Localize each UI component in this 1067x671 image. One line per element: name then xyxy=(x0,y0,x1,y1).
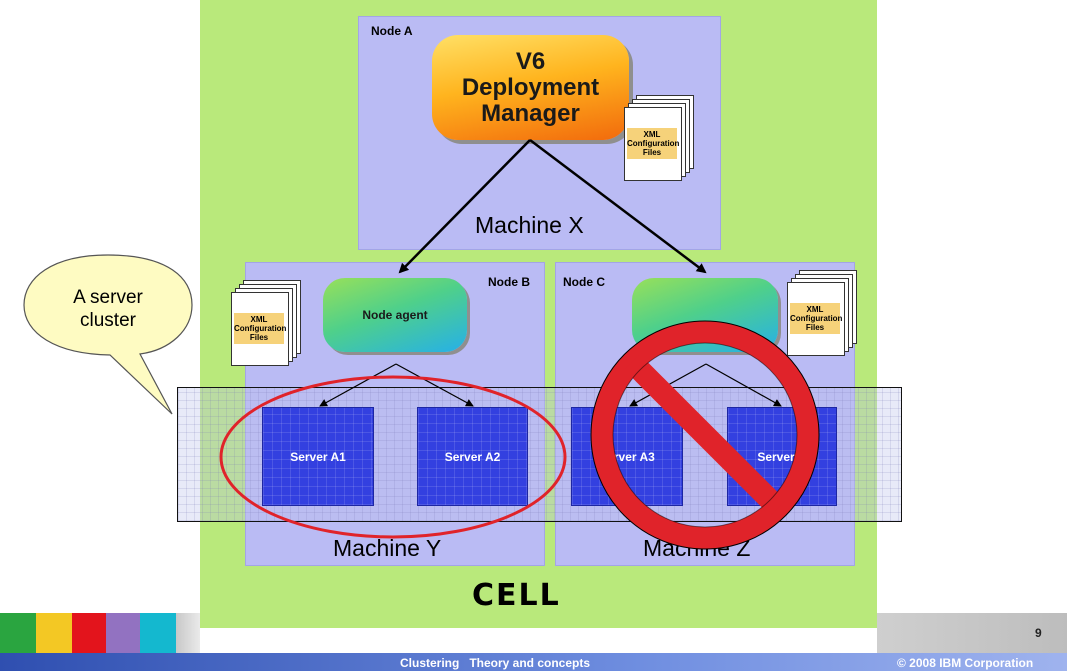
node-agent-label: Node agent xyxy=(362,308,428,322)
server-a1: Server A1 xyxy=(262,407,374,506)
machine-x-label: Machine X xyxy=(475,212,584,238)
prohibition-icon xyxy=(590,320,820,550)
footer-photo-strip xyxy=(176,613,200,653)
footer-grey-strip xyxy=(877,613,1067,653)
callout-line-2: cluster xyxy=(80,310,136,331)
dm-to-node-c-arrow xyxy=(529,139,707,274)
footer-swatch-teal xyxy=(140,613,176,653)
callout-line-1: A server xyxy=(73,287,143,308)
page-number: 9 xyxy=(1035,626,1042,640)
footer-swatch-yellow xyxy=(36,613,72,653)
xml-tag-line: Files xyxy=(249,333,269,342)
agent-c-to-b-arrow xyxy=(705,363,782,407)
server-a1-label: Server A1 xyxy=(290,449,346,464)
callout-text: A server cluster xyxy=(40,286,176,332)
dm-line-1: V6 xyxy=(515,47,546,75)
dm-line-3: Manager xyxy=(481,99,580,127)
deployment-manager: V6 Deployment Manager xyxy=(432,35,629,140)
agent-b-to-a2-arrow xyxy=(395,363,474,407)
footer-title: Clustering Theory and concepts xyxy=(400,656,591,670)
xml-config-files-node-a: XML Configuration Files xyxy=(624,95,694,181)
xml-tag-line: XML xyxy=(643,130,661,139)
cluster-highlight-ellipse xyxy=(219,375,567,539)
xml-tag-line: Configuration xyxy=(627,139,680,148)
xml-tag-line: Files xyxy=(805,323,825,332)
node-b-label: Node B xyxy=(488,275,530,289)
footer-copyright: © 2008 IBM Corporation xyxy=(897,656,1034,670)
xml-tag-line: XML xyxy=(806,305,824,314)
node-agent-b: Node agent xyxy=(323,278,467,352)
footer-bar xyxy=(0,653,1067,671)
server-a2-label: Server A2 xyxy=(444,449,501,464)
xml-tag-line: XML xyxy=(250,315,268,324)
server-a2: Server A2 xyxy=(417,407,528,506)
xml-tag-line: Configuration xyxy=(234,324,287,333)
agent-b-to-a1-arrow xyxy=(319,363,397,407)
node-a-label: Node A xyxy=(371,24,413,38)
footer-swatch-red xyxy=(72,613,106,653)
xml-tag-line: Configuration xyxy=(790,314,843,323)
cell-label: CELL xyxy=(472,578,561,613)
machine-y-label: Machine Y xyxy=(333,535,442,561)
xml-config-files-node-b: XML Configuration Files xyxy=(231,280,301,366)
dm-to-node-b-arrow xyxy=(398,139,531,274)
server-cluster-callout xyxy=(23,254,193,415)
footer-swatch-purple xyxy=(106,613,140,653)
footer-swatch-green xyxy=(0,613,36,653)
dm-line-2: Deployment xyxy=(461,73,600,101)
node-c-label: Node C xyxy=(563,275,605,289)
xml-tag-line: Files xyxy=(642,148,662,157)
xml-config-files-node-c: XML Configuration Files xyxy=(787,270,857,356)
